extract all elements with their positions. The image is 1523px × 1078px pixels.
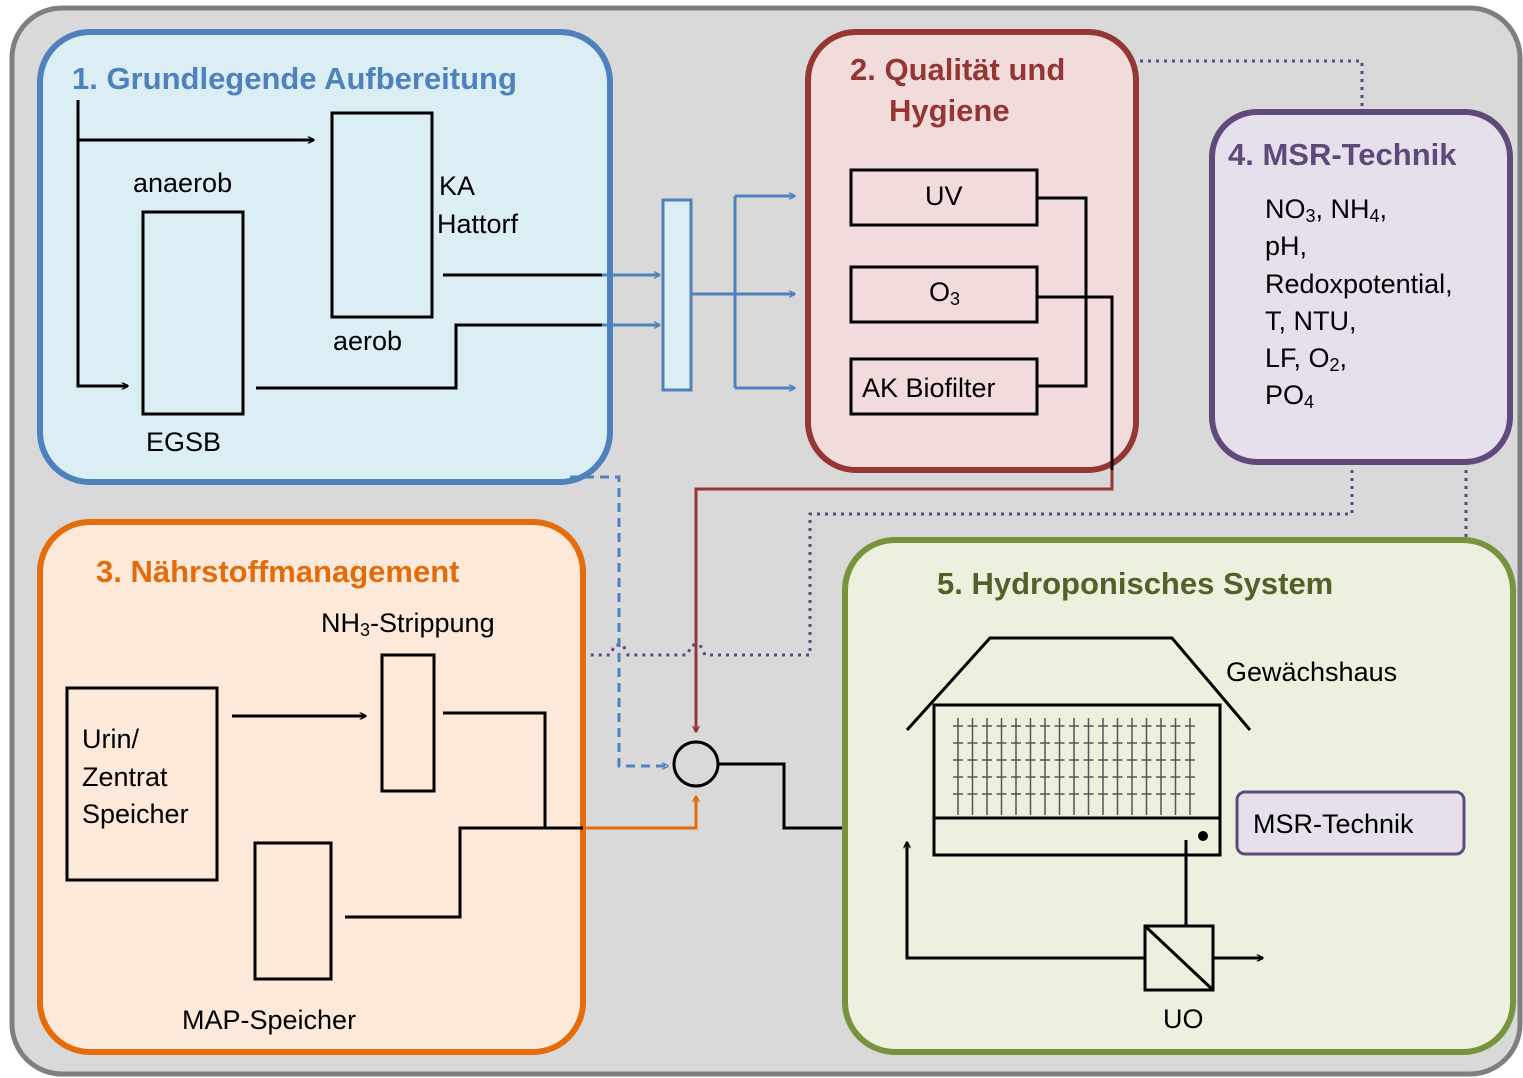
box3-title: 3. Nährstoffmanagement xyxy=(96,554,459,589)
ka-hattorf-reactor xyxy=(330,111,434,319)
box-naehrstoffmanagement: 3. Nährstoffmanagement NH3-Strippung Uri… xyxy=(37,519,586,1055)
msr-param-line1: NO3, NH4, xyxy=(1265,194,1387,226)
collector-bar xyxy=(661,198,693,392)
urin-label-line3: Speicher xyxy=(82,799,189,829)
red-treated-water-line xyxy=(696,470,1114,732)
uv-label: UV xyxy=(925,181,963,211)
plant-rows xyxy=(953,718,1195,815)
nh3-strippung-label: NH3-Strippung xyxy=(321,608,495,640)
anaerob-label: anaerob xyxy=(133,168,232,198)
stripper-outflow-line xyxy=(443,711,547,828)
msr-param-line6: PO4 xyxy=(1265,380,1314,412)
uv-ak-collector-line xyxy=(1037,196,1088,388)
urin-zentrat-tank xyxy=(65,686,219,882)
o3-outflow-line xyxy=(1037,295,1114,470)
egsb-outflow-line xyxy=(256,323,602,390)
box2-title-line1: 2. Qualität und xyxy=(850,52,1065,87)
uo-label: UO xyxy=(1163,1004,1204,1034)
greenhouse-body xyxy=(932,703,1222,857)
map-tank xyxy=(253,841,333,981)
urin-label-line2: Zentrat xyxy=(82,762,168,792)
recirculation-line xyxy=(907,842,1145,960)
nh3-stripper xyxy=(380,653,436,793)
o3-label: O3 xyxy=(929,277,960,309)
dotted-line-box4-box3 xyxy=(588,462,1354,657)
blue-dashed-line xyxy=(570,475,668,766)
map-outflow-line xyxy=(345,826,583,919)
box4-title: 4. MSR-Technik xyxy=(1228,137,1457,172)
aerob-label: aerob xyxy=(333,326,402,356)
urin-label-line1: Urin/ xyxy=(82,724,140,754)
uo-membrane-diagonal xyxy=(1143,924,1215,992)
box5-frame xyxy=(842,537,1516,1055)
box1-frame xyxy=(37,29,613,485)
ka-label: KA xyxy=(439,171,475,201)
egsb-label: EGSB xyxy=(146,427,221,457)
ak-biofilter-label: AK Biofilter xyxy=(862,373,996,403)
msr-param-line2: pH, xyxy=(1265,231,1307,261)
box-grundlegende-aufbereitung: 1. Grundlegende Aufbereitung anaerob aer… xyxy=(37,29,613,485)
orange-nutrient-line xyxy=(583,796,696,830)
sensor-dot xyxy=(1198,831,1208,841)
o3-unit xyxy=(849,265,1039,324)
map-speicher-label: MAP-Speicher xyxy=(182,1005,356,1035)
box2-title-line2: Hygiene xyxy=(889,93,1010,128)
msr-technik-unit xyxy=(1235,790,1466,856)
egsb-reactor xyxy=(141,210,245,416)
msr-unit-label: MSR-Technik xyxy=(1253,809,1414,839)
box-hydroponisches-system: 5. Hydroponisches System Gewächshaus MSR… xyxy=(842,537,1516,1055)
msr-param-line5: LF, O2, xyxy=(1265,343,1347,375)
box-qualitaet-hygiene: 2. Qualität und Hygiene UV O3 AK Biofilt… xyxy=(805,29,1139,473)
msr-param-line3: Redoxpotential, xyxy=(1265,269,1453,299)
msr-param-line4: T, NTU, xyxy=(1265,306,1357,336)
box5-title: 5. Hydroponisches System xyxy=(937,566,1333,601)
feed-line xyxy=(76,100,128,386)
greenhouse-roof xyxy=(905,636,1252,732)
dotted-line-box2-box4 xyxy=(1140,59,1364,112)
box-msr-technik: 4. MSR-Technik NO3, NH4, pH, Redoxpotent… xyxy=(1209,109,1513,465)
gewaechshaus-label: Gewächshaus xyxy=(1226,657,1397,687)
box3-frame xyxy=(37,519,586,1055)
hattorf-label: Hattorf xyxy=(437,209,519,239)
box1-title: 1. Grundlegende Aufbereitung xyxy=(72,61,517,96)
